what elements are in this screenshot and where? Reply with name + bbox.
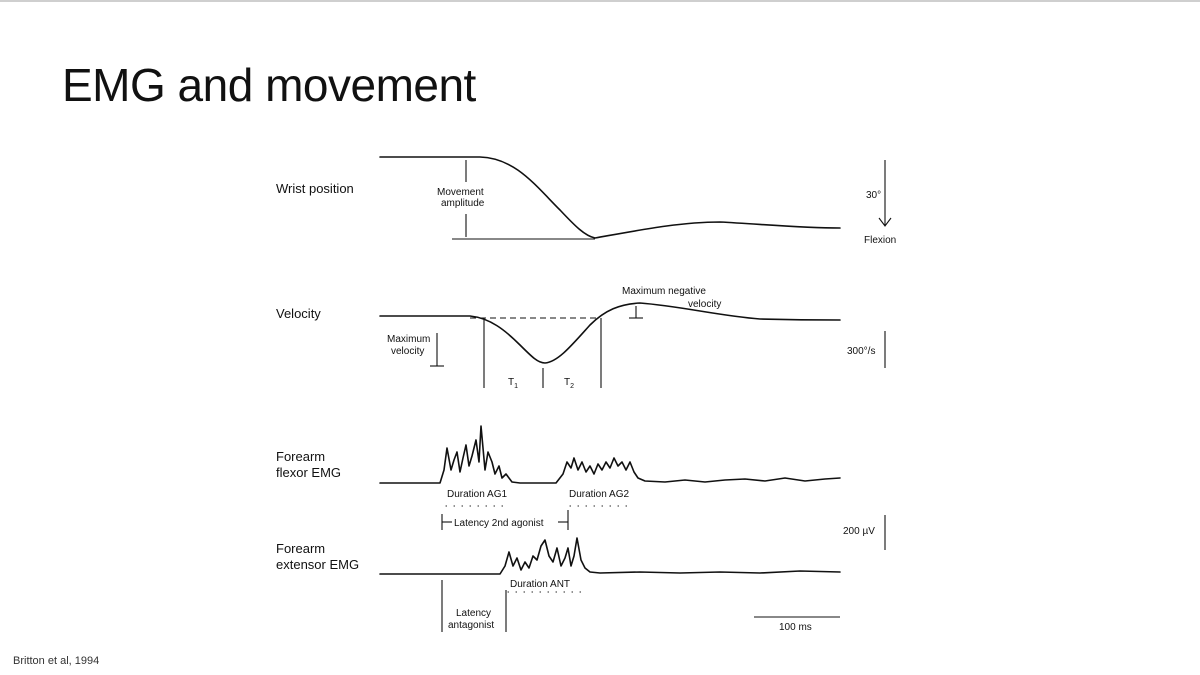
extensor-emg-label-1: Forearm (276, 541, 325, 556)
flexion-arrow-head-icon (878, 217, 892, 227)
slide-title: EMG and movement (62, 59, 476, 111)
max-velocity-label-2: velocity (391, 346, 424, 357)
max-velocity-label-1: Maximum (387, 334, 430, 345)
duration-ant-label: Duration ANT (510, 579, 570, 590)
wrist-scale-value: 30° (866, 190, 881, 201)
emg-scale-value: 200 µV (843, 526, 875, 537)
max-negative-velocity-label-2: velocity (688, 299, 721, 310)
velocity-scale-value: 300°/s (847, 346, 875, 357)
flexion-label: Flexion (864, 235, 896, 246)
flexor-emg-trace (379, 425, 841, 484)
velocity-label: Velocity (276, 306, 321, 321)
wrist-position-trace (379, 156, 841, 239)
t1-label: T1 (508, 377, 518, 390)
latency-antagonist-label-1: Latency (456, 608, 491, 619)
latency-2nd-agonist-label: Latency 2nd agonist (454, 518, 544, 529)
duration-ag1-label: Duration AG1 (447, 489, 507, 500)
movement-amplitude-label-2: amplitude (441, 198, 485, 209)
extensor-emg-trace (379, 537, 841, 575)
t2-label: T2 (564, 377, 574, 390)
time-scale-label: 100 ms (779, 622, 812, 633)
velocity-trace (379, 302, 841, 364)
duration-ag2-label: Duration AG2 (569, 489, 629, 500)
citation: Britton et al, 1994 (13, 655, 100, 667)
wrist-position-label: Wrist position (276, 181, 354, 196)
latency-antagonist-label-2: antagonist (448, 620, 494, 631)
top-divider (0, 0, 1200, 2)
max-negative-velocity-label-1: Maximum negative (622, 286, 706, 297)
movement-amplitude-label-1: Movement (437, 187, 484, 198)
flexor-emg-label-2: flexor EMG (276, 465, 341, 480)
extensor-emg-label-2: extensor EMG (276, 557, 359, 572)
flexor-emg-label-1: Forearm (276, 449, 325, 464)
